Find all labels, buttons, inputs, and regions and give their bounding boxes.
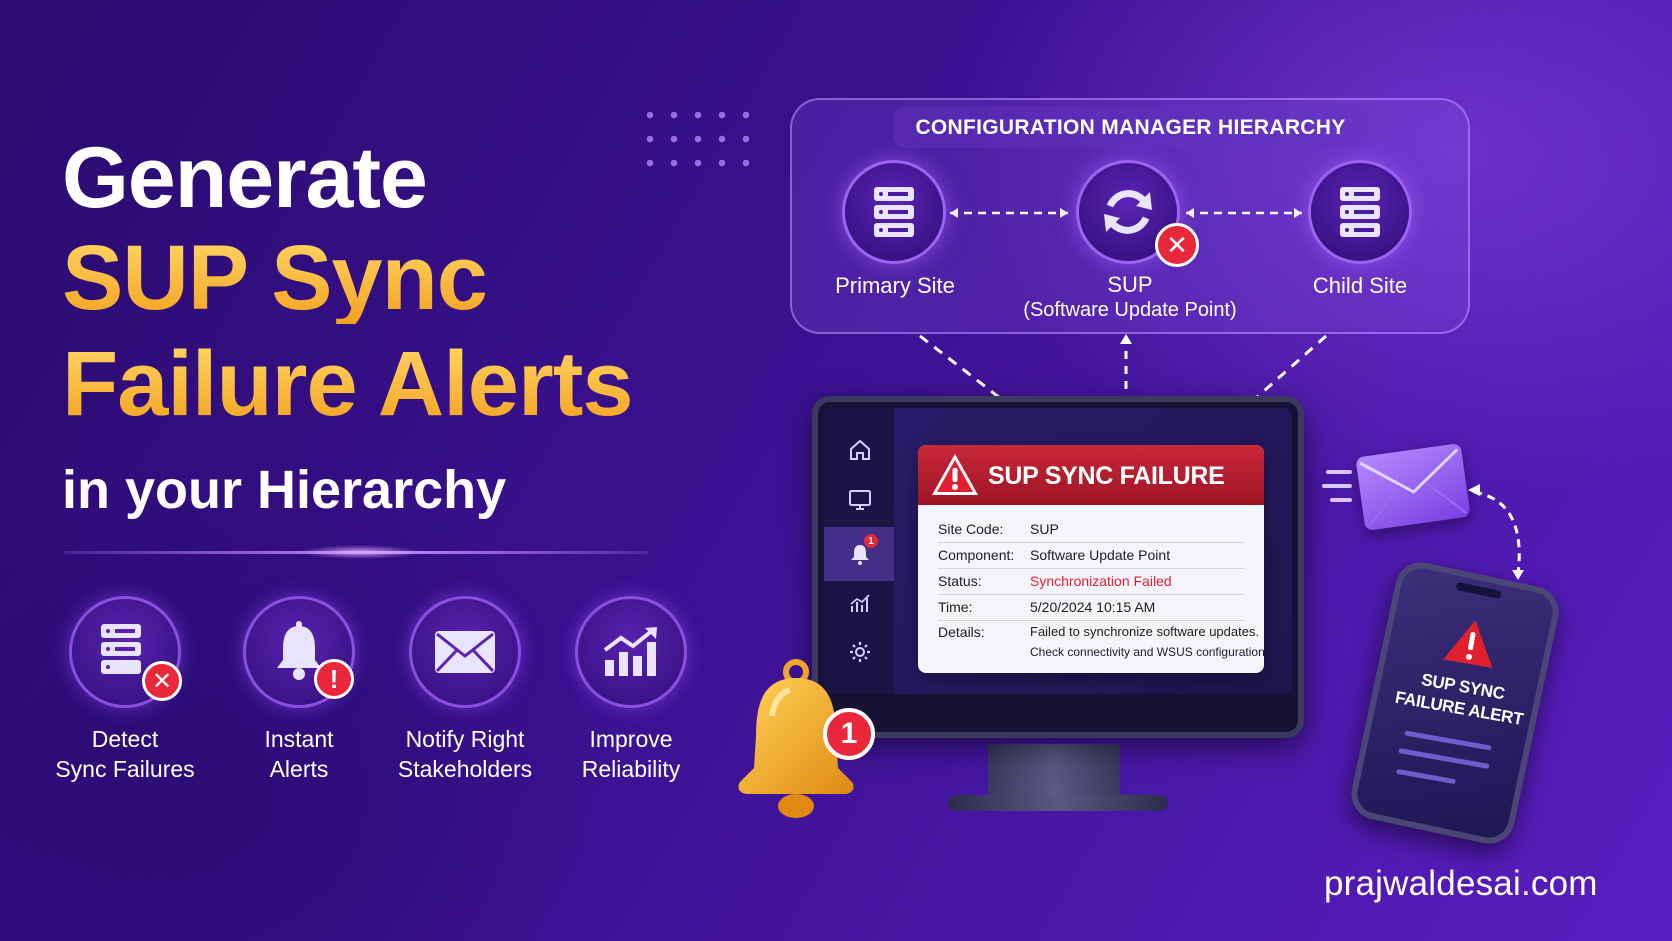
- headline-failure-alerts: Failure Alerts: [62, 333, 634, 435]
- settings-gear-icon[interactable]: [846, 638, 874, 666]
- email-envelope-icon: [1355, 442, 1471, 532]
- speed-line: [1326, 470, 1352, 474]
- server-icon: [1340, 187, 1380, 237]
- decorative-dots: [638, 103, 758, 173]
- phone-warning-icon: [1440, 614, 1503, 678]
- sync-icon: [1104, 190, 1152, 234]
- bell-count-badge: 1: [823, 708, 875, 760]
- error-x-icon: ✕: [1155, 223, 1199, 267]
- curved-arrow: [1468, 484, 1524, 580]
- alert-value-status: Synchronization Failed: [1030, 573, 1172, 589]
- alert-card-title: SUP SYNC FAILURE: [988, 462, 1225, 490]
- home-icon[interactable]: [846, 436, 874, 464]
- warning-triangle-icon: [930, 452, 980, 503]
- alert-value-details-2: Check connectivity and WSUS configuratio…: [1030, 645, 1269, 659]
- primary-site-node: [842, 160, 946, 264]
- alert-row-divider: [938, 542, 1244, 543]
- alert-value-time: 5/20/2024 10:15 AM: [1030, 599, 1156, 615]
- alert-key-site-code: Site Code:: [938, 521, 1004, 537]
- hierarchy-title: CONFIGURATION MANAGER HIERARCHY: [915, 116, 1346, 139]
- speed-line: [1330, 498, 1352, 502]
- monitor-stand-base: [948, 795, 1168, 811]
- alert-value-component: Software Update Point: [1030, 547, 1171, 563]
- alert-key-component: Component:: [938, 547, 1015, 563]
- hierarchy-title-box: [893, 106, 1368, 148]
- alert-key-status: Status:: [938, 573, 982, 589]
- primary-site-label: Primary Site: [835, 273, 955, 298]
- exclamation-badge-icon: !: [314, 659, 354, 699]
- speed-line: [1322, 484, 1352, 488]
- golden-bell-icon: [732, 656, 880, 829]
- alert-value-details: Failed to synchronize software updates.: [1030, 624, 1260, 639]
- envelope-icon: [409, 596, 521, 708]
- server-icon: [874, 187, 914, 237]
- headline-hierarchy: in your Hierarchy: [62, 460, 507, 520]
- hierarchy-connectors: [919, 208, 1327, 400]
- notification-bell-icon[interactable]: 1: [846, 534, 878, 568]
- alert-row-divider: [938, 620, 1244, 621]
- sup-node: ✕: [1076, 160, 1199, 267]
- headline-sup-sync: SUP Sync: [62, 227, 488, 329]
- growth-chart-icon: [575, 596, 687, 708]
- alert-key-time: Time:: [938, 599, 973, 615]
- monitor-stand-neck: [988, 744, 1120, 802]
- headline-generate: Generate: [62, 130, 428, 226]
- bell-alert-icon: !: [243, 596, 355, 708]
- monitor-icon[interactable]: [846, 486, 874, 514]
- child-site-label: Child Site: [1312, 273, 1408, 298]
- site-url[interactable]: prajwaldesai.com: [1324, 864, 1598, 903]
- server-error-icon: ✕: [69, 596, 182, 708]
- alert-row-divider: [938, 594, 1244, 595]
- child-site-node: [1308, 160, 1412, 264]
- alert-row-divider: [938, 568, 1244, 569]
- alert-key-details: Details:: [938, 624, 985, 640]
- sidebar-notification-badge: 1: [864, 534, 878, 548]
- divider-glow: [300, 545, 420, 559]
- sup-label: SUP(Software Update Point): [1023, 272, 1237, 322]
- phone-notch: [1455, 581, 1503, 600]
- error-x-icon: ✕: [142, 661, 182, 701]
- alert-value-site-code: SUP: [1030, 521, 1059, 537]
- analytics-icon[interactable]: [846, 590, 874, 618]
